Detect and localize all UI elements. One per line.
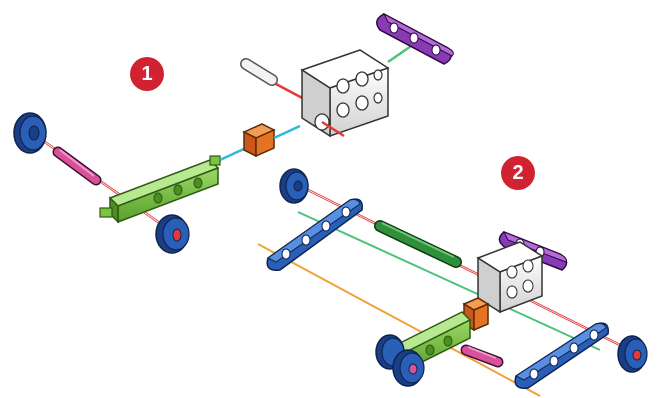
wheel-icon <box>617 335 648 373</box>
wheel-icon <box>155 214 190 254</box>
step-1-badge: 1 <box>130 57 164 91</box>
step-2-badge: 2 <box>501 156 535 190</box>
beam-icon <box>99 155 221 224</box>
wheel-icon <box>13 112 47 154</box>
axle-rod-icon <box>275 82 307 102</box>
beam-icon <box>376 12 454 65</box>
wheel-icon <box>279 168 309 204</box>
connector-block-icon <box>476 241 544 314</box>
axle-rod-icon <box>387 42 415 64</box>
wheel-icon <box>392 349 425 387</box>
tube-icon <box>460 344 504 368</box>
beam-icon <box>514 322 609 389</box>
connector-block-icon <box>462 297 490 332</box>
axle-rod-icon <box>273 124 301 140</box>
axle-rod-icon <box>297 211 601 351</box>
step-1-parts <box>13 12 454 254</box>
axle-rod-icon <box>321 120 345 138</box>
step-2-parts <box>257 168 648 397</box>
connector-block-icon <box>300 49 390 138</box>
tube-icon <box>374 220 462 268</box>
connector-block-icon <box>242 123 276 158</box>
axle-rod-icon <box>257 243 541 397</box>
tube-icon <box>240 58 278 86</box>
tube-icon <box>52 146 102 186</box>
beam-icon <box>266 198 363 271</box>
